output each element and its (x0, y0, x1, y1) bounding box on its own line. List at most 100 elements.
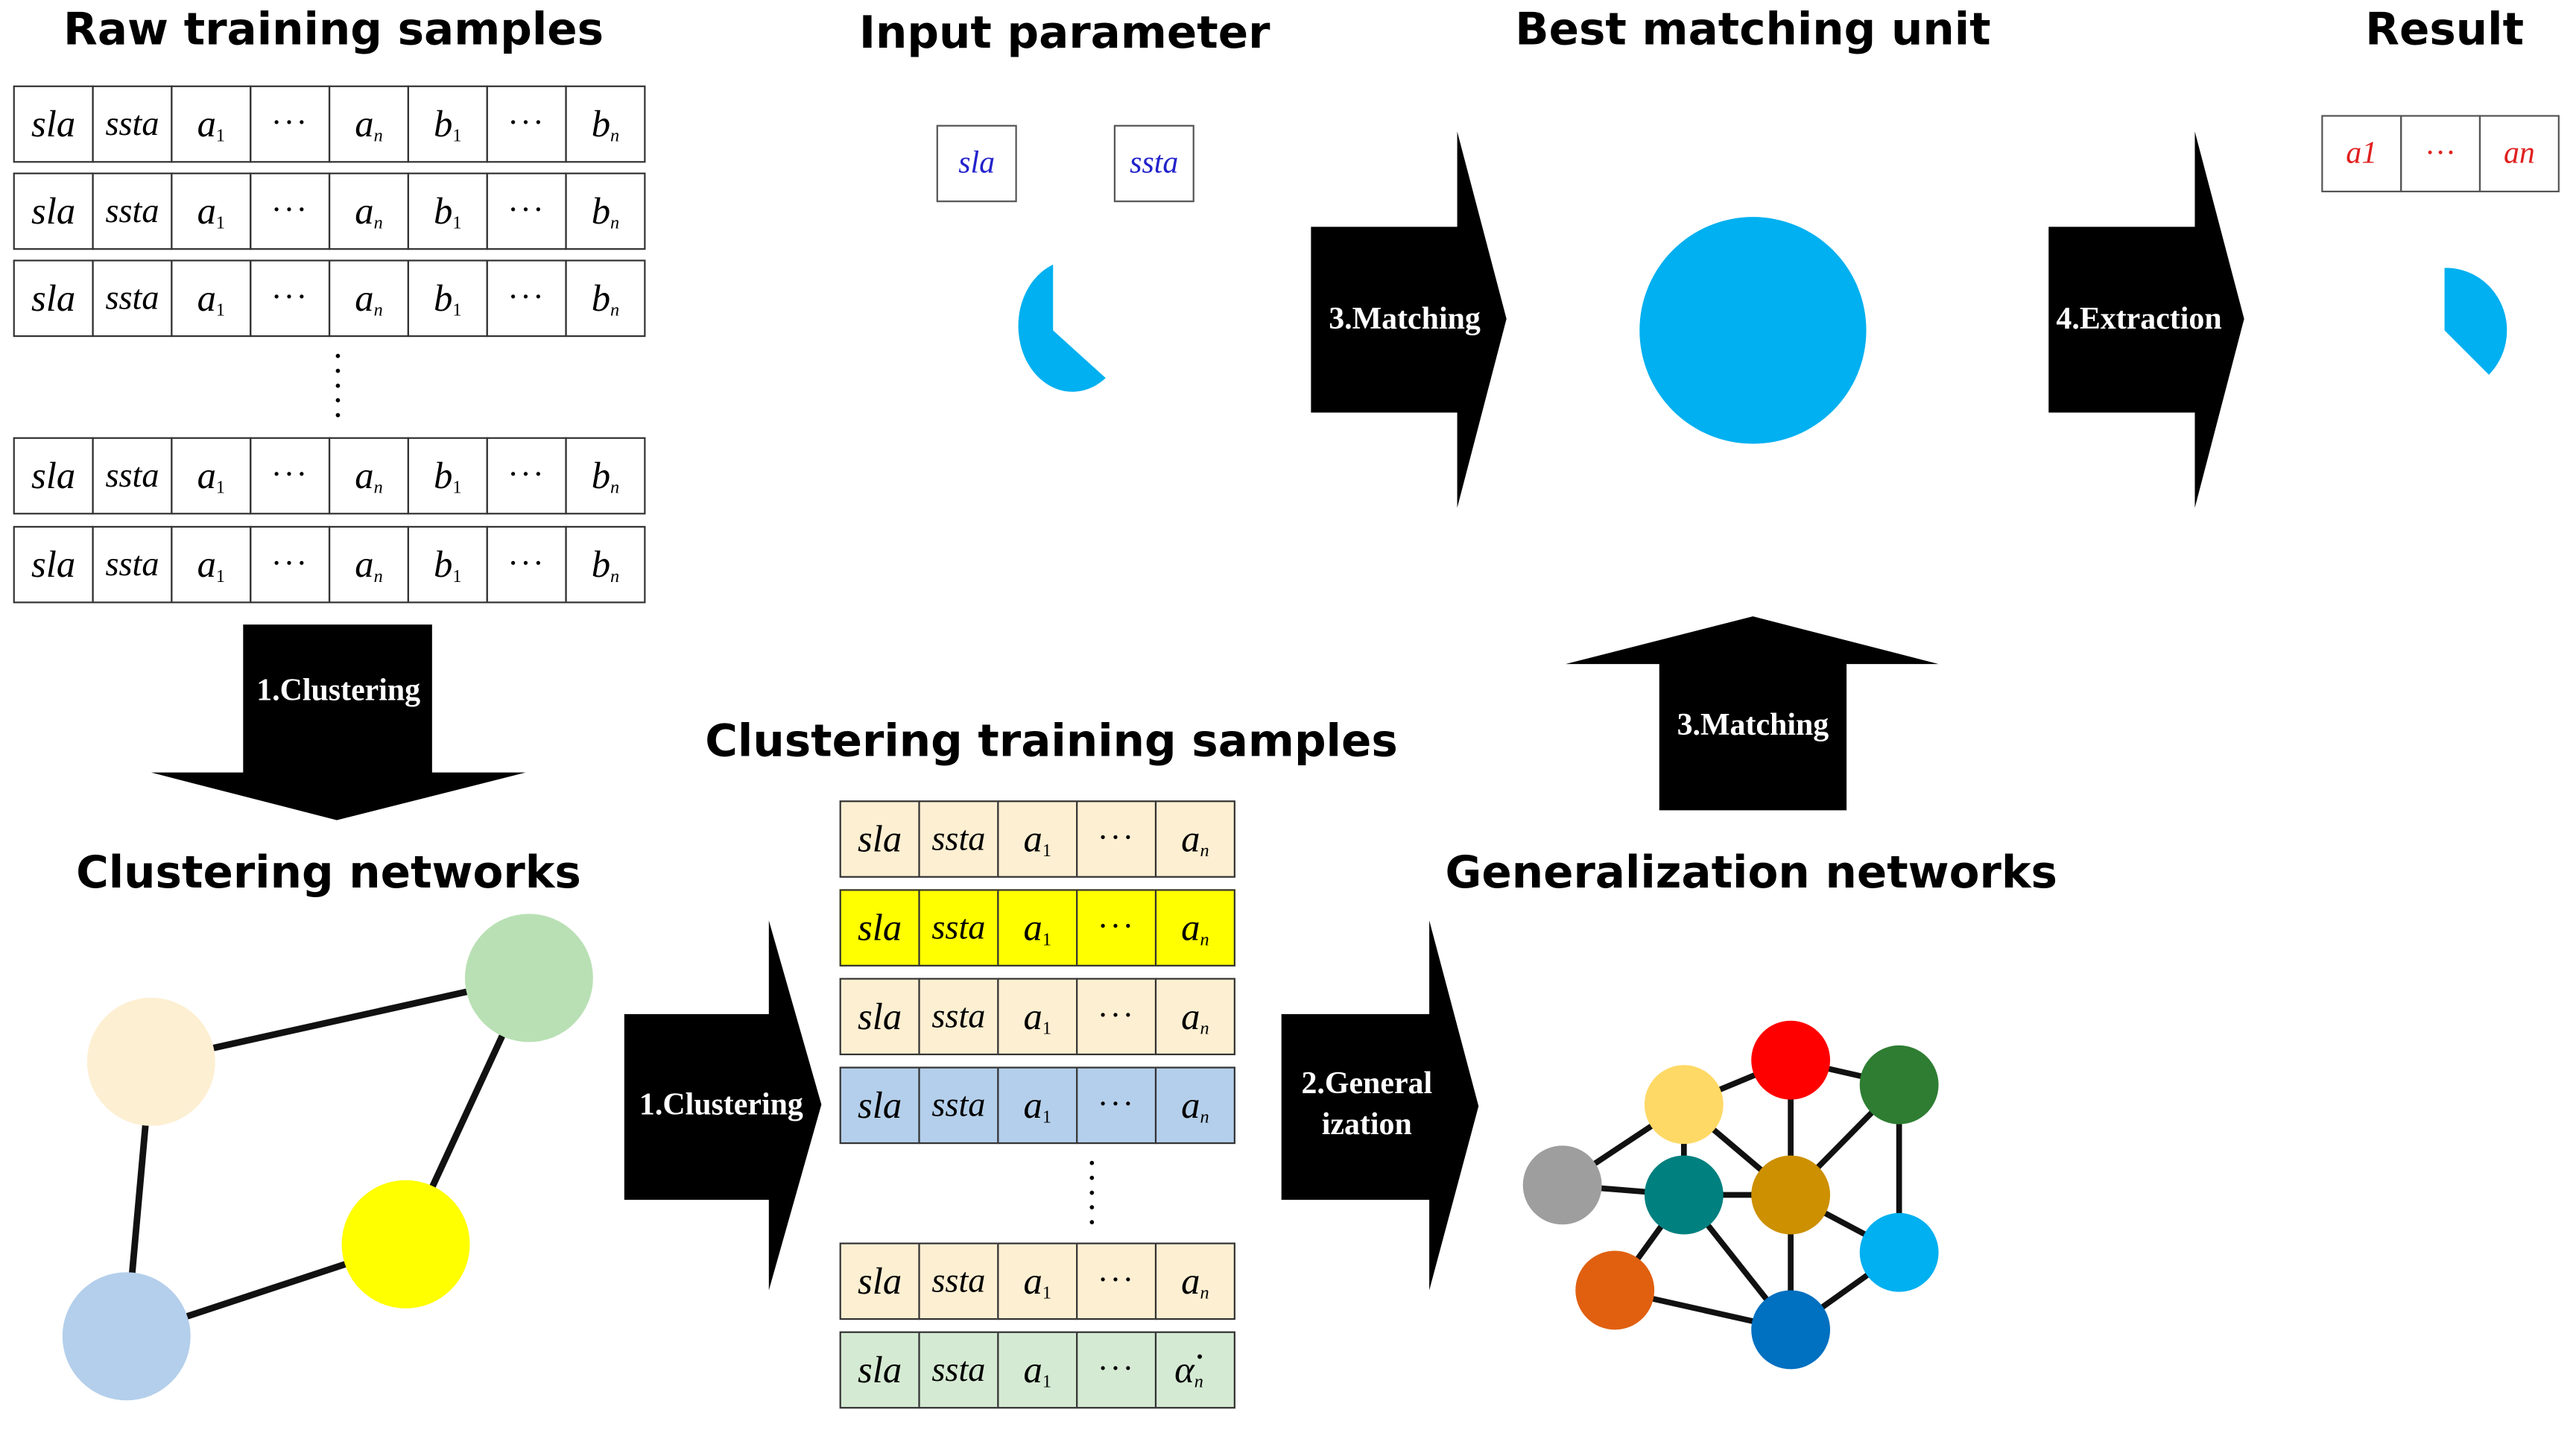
result-wedge (2444, 268, 2507, 375)
cell-dots: ··· (1076, 1331, 1157, 1409)
cell-sla: sla (13, 259, 94, 338)
cell-ssta: ssta (92, 437, 173, 515)
cell-sla: sla (13, 437, 94, 515)
cell-ssta: ssta (92, 172, 173, 250)
cell-ssta: ssta (92, 259, 173, 338)
cell-ssta: ssta (918, 889, 999, 966)
cell-sla: sla (839, 978, 920, 1056)
cluster-node-peach (86, 997, 215, 1126)
label-extraction: 4.Extraction (2056, 302, 2222, 338)
cell-dots: ··· (250, 259, 331, 338)
cell-dots: ··· (250, 172, 331, 250)
gen-node (1859, 1045, 1939, 1124)
label-matching-up: 3.Matching (1677, 708, 1829, 743)
cell-ssta: ssta (918, 978, 999, 1056)
title-result: Result (2365, 4, 2525, 56)
cell-dots: ··· (486, 259, 567, 338)
cell-sla: sla (839, 1066, 920, 1145)
result-cell-dots: ··· (2400, 115, 2481, 193)
cell-ssta: ssta (918, 1066, 999, 1145)
cell-sla: sla (839, 800, 920, 878)
label-clustering-down: 1.Clustering (256, 674, 421, 709)
gen-node (1575, 1250, 1655, 1330)
cell-dots: ··· (486, 525, 567, 604)
cluster-node-yellow (341, 1180, 470, 1309)
arrow-clustering-right (624, 920, 822, 1291)
label-generalization: 2.General ization (1301, 1066, 1433, 1142)
gen-node (1644, 1155, 1724, 1235)
arrow-generalization (1281, 920, 1479, 1291)
cell-dots: ··· (250, 525, 331, 604)
gen-nodes (1522, 1020, 1939, 1370)
gen-node (1751, 1290, 1831, 1370)
cell-ssta: ssta (92, 525, 173, 604)
cell-dots: ··· (1076, 978, 1157, 1056)
cluster-node-green (464, 914, 593, 1043)
cluster-node-blue (62, 1272, 191, 1401)
cell-dots: ··· (1076, 1066, 1157, 1145)
title-clustering-samples: Clustering training samples (705, 716, 1398, 768)
cell-dots: ··· (486, 85, 567, 163)
title-best-matching-unit: Best matching unit (1515, 4, 1991, 56)
cell-dots: ··· (1076, 889, 1157, 966)
best-matching-unit-circle (1639, 217, 1867, 444)
arrow-matching-up (1566, 616, 1939, 811)
label-clustering-right: 1.Clustering (639, 1088, 803, 1123)
cell-sla: sla (13, 525, 94, 604)
title-raw-samples: Raw training samples (63, 4, 604, 56)
cell-dots: ··· (486, 437, 567, 515)
cell-dots: ··· (250, 437, 331, 515)
cell-dots: ··· (1076, 1242, 1157, 1320)
cell-sla: sla (839, 889, 920, 966)
raw-vertical-dots: ····· (332, 335, 344, 436)
cell-sla: sla (13, 172, 94, 250)
cell-sla: sla (13, 85, 94, 163)
cell-dots: ··· (1076, 800, 1157, 878)
input-pie (1018, 265, 1106, 392)
arrow-matching-right (1311, 131, 1507, 508)
cell-dots: ··· (486, 172, 567, 250)
cell-ssta: ssta (918, 1242, 999, 1320)
cell-ssta: ssta (918, 1331, 999, 1409)
clust-vertical-dots: ····· (1086, 1142, 1098, 1243)
title-clustering-networks: Clustering networks (76, 848, 581, 899)
